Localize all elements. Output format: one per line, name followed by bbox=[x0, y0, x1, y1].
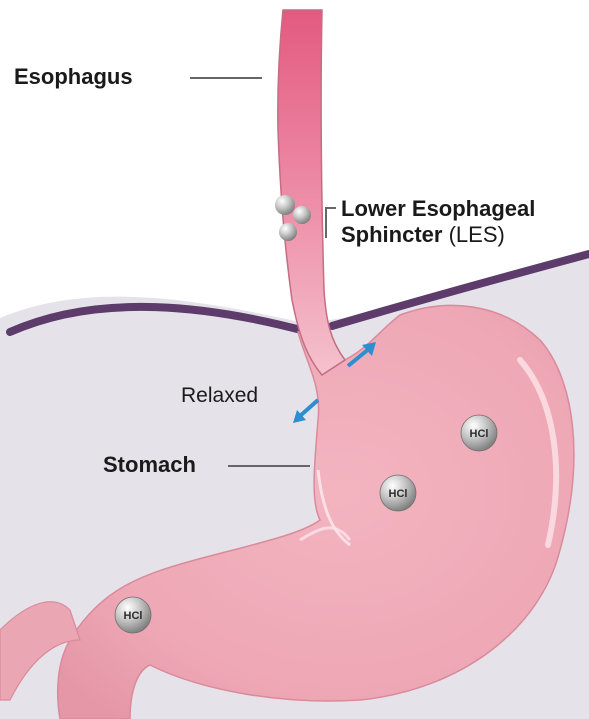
les-label-line1: Lower Esophageal bbox=[341, 196, 535, 222]
hcl-sphere-3: HCl bbox=[115, 597, 151, 633]
esophagus-label: Esophagus bbox=[14, 64, 133, 89]
les-bracket bbox=[326, 208, 336, 238]
les-label-abbrev: (LES) bbox=[449, 222, 505, 247]
hcl-sphere-2: HCl bbox=[380, 475, 416, 511]
relaxed-label: Relaxed bbox=[181, 384, 258, 408]
hcl-label-2: HCl bbox=[389, 488, 408, 500]
les-label-sphincter: Sphincter bbox=[341, 222, 442, 247]
hcl-label-1: HCl bbox=[470, 428, 489, 440]
les-label: Lower Esophageal Sphincter (LES) bbox=[341, 196, 535, 248]
hcl-label-3: HCl bbox=[124, 610, 143, 622]
les-label-line2: Sphincter (LES) bbox=[341, 222, 535, 248]
hcl-sphere-1: HCl bbox=[461, 415, 497, 451]
stomach-label: Stomach bbox=[103, 452, 196, 477]
